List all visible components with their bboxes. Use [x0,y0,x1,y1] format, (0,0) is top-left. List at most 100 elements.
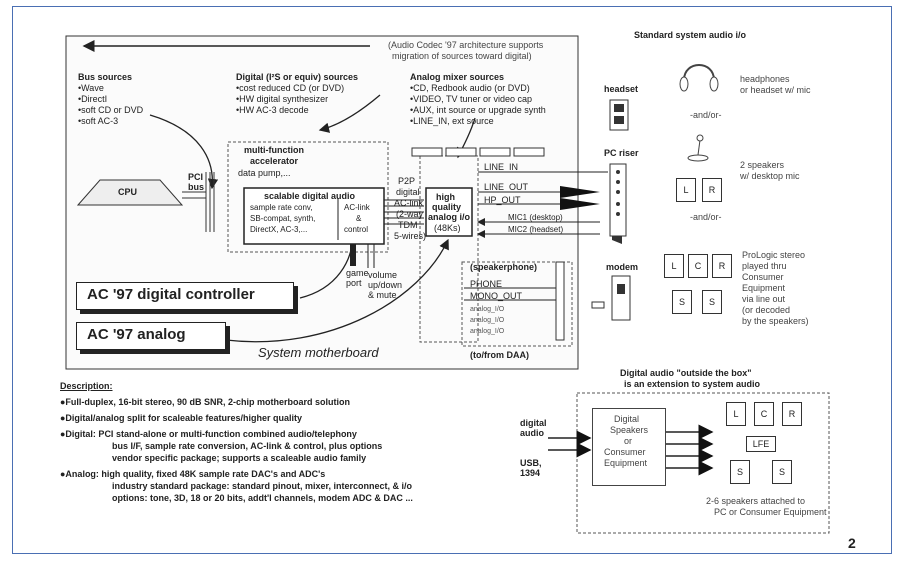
scalable-digital-title: scalable digital audio [264,191,356,201]
consumer-box-line: Equipment [604,458,648,468]
speaker-right: R [702,178,722,202]
game-port-2: port [346,278,362,288]
prologic-line: via line out [742,294,786,304]
analog-source-item: •LINE_IN, ext source [410,116,494,126]
digital-controller-label: AC '97 digital controller [87,286,255,303]
consumer-box-line: Consumer [604,447,646,457]
analog-io-4: (48Ks) [434,223,461,233]
analog-codec-box: AC '97 analog [76,322,226,350]
aclink-control: control [344,225,369,234]
daa-label: (to/from DAA) [470,350,529,360]
digital-source-item: •HW digital synthesizer [236,94,329,104]
aux-signal: analog_I/O [470,306,505,313]
prologic-surround-right: S [702,290,722,314]
signal-line-out: LINE_OUT [484,182,529,192]
usb-label-1: USB, [520,458,542,468]
bus-source-item: •Wave [78,83,104,93]
architecture-note-2: migration of sources toward digital) [392,51,532,61]
prologic-line: Equipment [742,283,786,293]
analog-io-3: analog i/o [428,212,471,222]
pc-riser-label: PC riser [604,148,639,158]
motherboard-label: System motherboard [258,345,379,360]
p2p-2way: (2-way [396,209,424,219]
modem-label: modem [606,262,639,272]
analog-codec-label: AC '97 analog [87,326,186,343]
analog-source-item: •VIDEO, TV tuner or video cap [410,94,533,104]
ext-speaker-right: R [782,402,802,426]
consumer-equipment-box [592,408,666,486]
prologic-center: C [688,254,708,278]
usb-label-2: 1394 [520,468,541,478]
consumer-box-line: Digital [614,414,640,424]
architecture-note-1: (Audio Codec '97 architecture supports [388,40,544,50]
description-line: ●Digital: PCI stand-alone or multi-funct… [60,429,357,439]
prologic-right: R [712,254,732,278]
analog-io-1: high [436,192,455,202]
digital-audio-in-2: audio [520,428,544,438]
bus-sources-title: Bus sources [78,72,133,82]
analog-source-item: •CD, Redbook audio (or DVD) [410,83,530,93]
p2p-5wires: 5-wires) [394,231,427,241]
aux-signal: analog_I/O [470,317,505,324]
digital-controller-box: AC '97 digital controller [76,282,294,310]
ext-speaker-center: C [754,402,774,426]
prologic-line: played thru [742,261,787,271]
accelerator-label-2: accelerator [250,156,299,166]
aclink-label: AC-link [344,203,370,212]
accelerator-label-1: multi-function [244,145,304,155]
analog-io-2: quality [432,202,462,212]
pci-bus-label-2: bus [188,182,205,192]
scalable-item: DirectX, AC-3,... [250,225,308,234]
signal-line-in: LINE_IN [484,162,519,172]
headset-label: headset [604,84,639,94]
ext-speaker-surround-right: S [772,460,792,484]
volume-3: & mute [368,290,397,300]
prologic-line: ProLogic stereo [742,250,806,260]
consumer-box-line: Speakers [610,425,649,435]
signal-hp-out: HP_OUT [484,195,521,205]
description-line: ●Full-duplex, 16-bit stereo, 90 dB SNR, … [60,397,350,407]
speaker-note-2: PC or Consumer Equipment [714,507,827,517]
bus-source-item: •soft AC-3 [78,116,119,126]
description-line: vendor specific package; supports a scal… [112,453,367,463]
volume-2: up/down [368,280,403,290]
ext-speaker-left: L [726,402,746,426]
volume-1: volume [368,270,398,280]
phone-signal: PHONE [470,279,503,289]
andor-2: -and/or- [690,212,722,222]
digital-sources-title: Digital (I²S or equiv) sources [236,72,359,82]
mono-out-signal: MONO_OUT [470,291,523,301]
headphones-label-1: headphones [740,74,790,84]
andor-1: -and/or- [690,110,722,120]
prologic-surround-left: S [672,290,692,314]
pci-bus-label-1: PCI [188,172,204,182]
speaker-left: L [676,178,696,202]
speakerphone-label: (speakerphone) [470,262,538,272]
description-line: ●Analog: high quality, fixed 48K sample … [60,469,326,479]
p2p-label: P2P [398,176,416,186]
outside-box-title-1: Digital audio "outside the box" [620,368,752,378]
description-line: bus I/F, sample rate conversion, AC-link… [112,441,383,451]
digital-source-item: •cost reduced CD (or DVD) [236,83,345,93]
prologic-left: L [664,254,684,278]
outside-box-title-2: is an extension to system audio [624,379,761,389]
headphones-label-2: or headset w/ mic [740,85,811,95]
cpu-label: CPU [118,187,138,197]
bus-source-item: •DirectI [78,94,108,104]
ext-speaker-lfe: LFE [746,436,776,452]
scalable-item: SB-compat, synth, [250,214,316,223]
scalable-item: sample rate conv, [250,203,313,212]
analog-source-item: •AUX, int source or upgrade synth [410,105,546,115]
two-speakers-2: w/ desktop mic [740,171,800,181]
aclink-amp: & [356,214,362,223]
description-line: options: tone, 3D, 18 or 20 bits, addt'l… [112,493,413,503]
page-number: 2 [848,535,856,551]
prologic-line: (or decoded [742,305,791,315]
signal-mic2: MIC2 (headset) [508,225,564,234]
description-line: ●Digital/analog split for scaleable feat… [60,413,302,423]
accelerator-label-3: data pump,... [238,168,291,178]
standard-io-title: Standard system audio i/o [634,30,747,40]
signal-mic1: MIC1 (desktop) [508,213,563,222]
two-speakers-1: 2 speakers [740,160,785,170]
